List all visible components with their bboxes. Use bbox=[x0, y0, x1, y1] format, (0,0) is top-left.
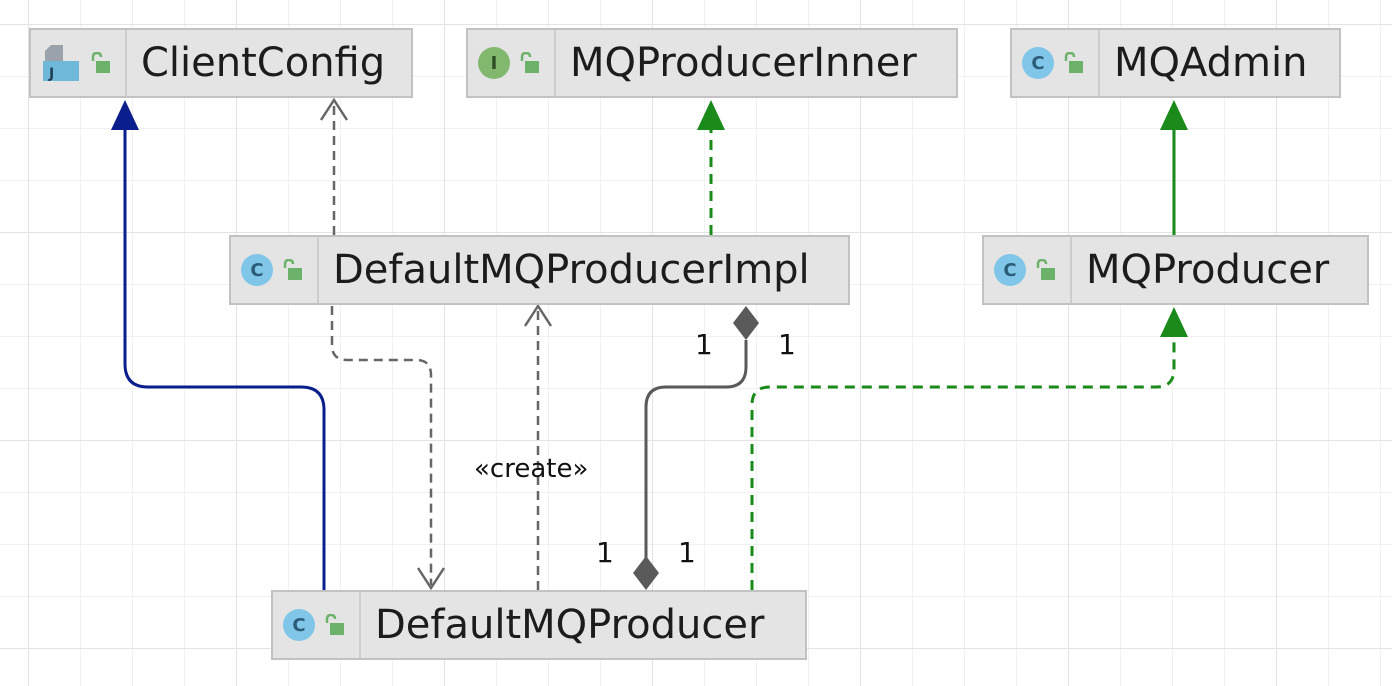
class-icon: C bbox=[241, 254, 273, 286]
node-name: DefaultMQProducerImpl bbox=[333, 247, 810, 293]
node-name: DefaultMQProducer bbox=[375, 602, 765, 648]
node-name: MQProducerInner bbox=[570, 40, 917, 86]
extends-edge-clientconfig bbox=[123, 128, 326, 590]
node-mqadmin[interactable]: C MQAdmin bbox=[1010, 28, 1341, 98]
create-stereotype-label: «create» bbox=[474, 454, 589, 484]
class-icon: C bbox=[994, 254, 1026, 286]
dependency-edge-impl-to-producer bbox=[330, 306, 433, 585]
lock-open-icon bbox=[520, 52, 539, 73]
node-defaultmqproducerimpl[interactable]: C DefaultMQProducerImpl bbox=[229, 235, 850, 305]
interface-icon: I bbox=[478, 47, 510, 79]
extends-arrowhead-clientconfig bbox=[111, 100, 139, 130]
multiplicity-label: 1 bbox=[596, 536, 614, 569]
class-icon: C bbox=[1022, 47, 1054, 79]
java-file-icon: J bbox=[43, 45, 79, 82]
node-name: MQProducer bbox=[1086, 247, 1330, 293]
node-name: MQAdmin bbox=[1114, 40, 1308, 86]
node-mqproducerinner[interactable]: I MQProducerInner bbox=[466, 28, 958, 98]
svg-text:J: J bbox=[48, 66, 54, 82]
node-clientconfig[interactable]: J ClientConfig bbox=[29, 28, 413, 98]
lock-open-icon bbox=[91, 52, 110, 73]
implements-arrowhead-mqproducer bbox=[1160, 307, 1188, 337]
node-mqproducer[interactable]: C MQProducer bbox=[982, 235, 1369, 305]
node-separator bbox=[317, 237, 319, 303]
composition-edge bbox=[644, 340, 748, 558]
lock-open-icon bbox=[325, 614, 344, 635]
node-defaultmqproducer[interactable]: C DefaultMQProducer bbox=[271, 590, 807, 660]
lock-open-icon bbox=[1064, 52, 1083, 73]
multiplicity-label: 1 bbox=[695, 328, 713, 361]
composition-diamond-top bbox=[733, 306, 759, 340]
implements-edge-mqproducer bbox=[750, 336, 1176, 590]
dependency-arrowhead-producer bbox=[416, 567, 446, 591]
class-icon: C bbox=[283, 609, 315, 641]
dependency-arrowhead-clientconfig bbox=[319, 97, 349, 121]
composition-diamond-bottom bbox=[633, 556, 659, 590]
node-separator bbox=[1098, 30, 1100, 96]
extends-arrowhead-mqadmin bbox=[1160, 100, 1188, 130]
node-separator bbox=[125, 30, 127, 96]
node-separator bbox=[554, 30, 556, 96]
multiplicity-label: 1 bbox=[778, 328, 796, 361]
multiplicity-label: 1 bbox=[678, 536, 696, 569]
node-separator bbox=[1070, 237, 1072, 303]
lock-open-icon bbox=[1036, 259, 1055, 280]
lock-open-icon bbox=[283, 259, 302, 280]
create-arrowhead bbox=[523, 303, 553, 327]
node-separator bbox=[359, 592, 361, 658]
implements-arrowhead-mqproducerinner bbox=[697, 100, 725, 130]
node-name: ClientConfig bbox=[141, 40, 386, 86]
